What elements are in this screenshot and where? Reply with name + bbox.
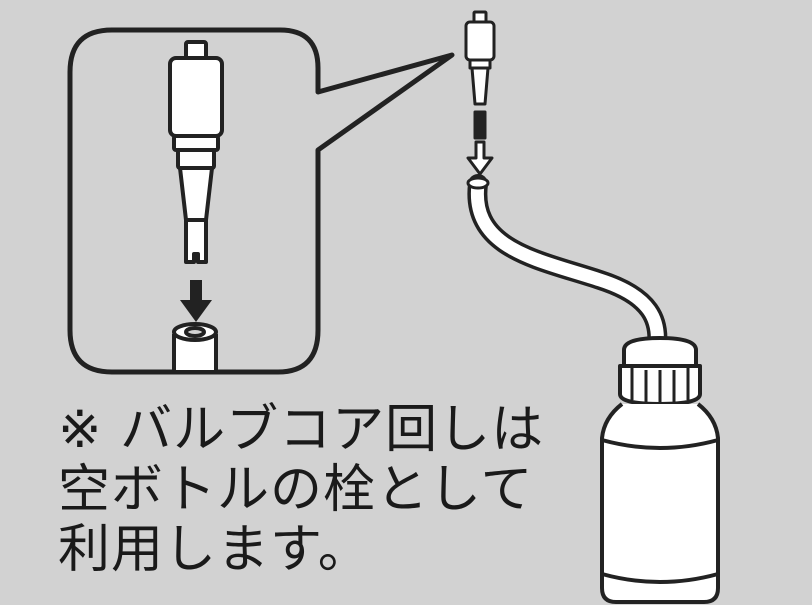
valve-core-tool-large-icon	[168, 40, 224, 264]
tube-icon	[466, 174, 668, 362]
note-line-1: ※ バルブコア回しは	[58, 400, 545, 460]
empty-bottle-icon	[600, 336, 720, 604]
tube-stub-icon	[172, 322, 218, 374]
callout-bubble	[67, 27, 455, 375]
valve-core-tool-small-icon	[464, 10, 496, 140]
note-line-3: 利用します。	[58, 520, 371, 580]
arrow-down-large-icon	[180, 280, 212, 322]
arrow-down-small-icon	[466, 140, 494, 176]
instruction-note: ※ バルブコア回しは 空ボトルの栓として 利用します。	[58, 400, 578, 580]
note-line-2: 空ボトルの栓として	[58, 460, 534, 520]
